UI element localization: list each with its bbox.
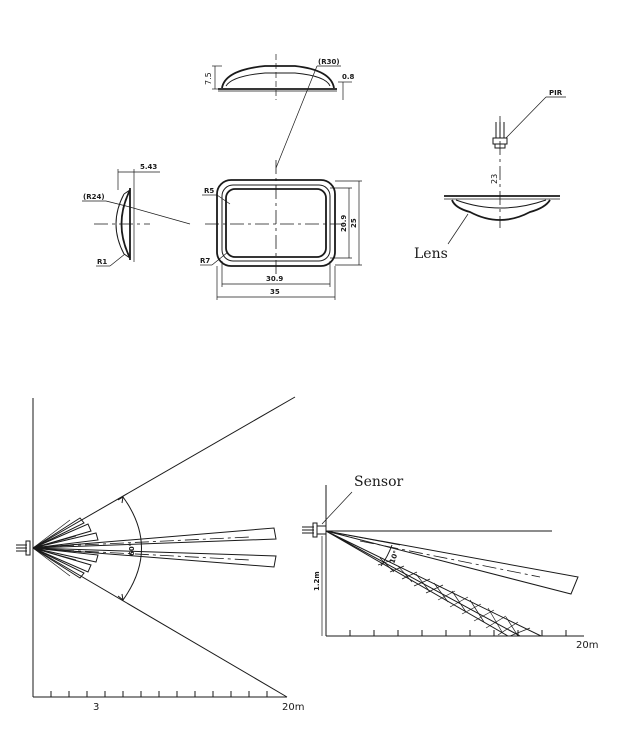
inner-height-dimension: 20.9 xyxy=(340,215,348,232)
outer-height-dimension: 25 xyxy=(350,218,358,228)
coverage-side-sensor-label: Sensor xyxy=(354,474,404,490)
pir-label: PIR xyxy=(549,89,563,97)
coverage-top-x-max: 20m xyxy=(282,702,304,713)
coverage-side-view: 20m Sensor 1.2m xyxy=(302,474,598,651)
coverage-side-x-max: 20m xyxy=(576,640,598,651)
coverage-top-view: 3 20m 60° xyxy=(16,396,304,713)
coverage-top-angle: 60° xyxy=(128,543,136,556)
lens-front-view: R5 R7 30.9 35 20.9 25 xyxy=(200,160,362,300)
coverage-top-tick-label: 3 xyxy=(93,702,99,713)
lens-label: Lens xyxy=(414,246,448,262)
coverage-side-angle: 10° xyxy=(388,549,400,564)
side-radius-label: (R24) xyxy=(83,193,105,201)
lens-top-view: 7.5 (R30) 0.8 xyxy=(204,54,355,169)
inner-width-dimension: 30.9 xyxy=(266,275,283,283)
height-dimension: 7.5 xyxy=(204,72,213,85)
coverage-side-height: 1.2m xyxy=(313,571,321,591)
inner-corner-label: R5 xyxy=(204,187,214,195)
lens-side-view: 5.43 (R24) R1 xyxy=(82,163,191,267)
coverage-top-sensor-icon xyxy=(16,540,31,556)
coverage-top-ticks xyxy=(50,691,268,697)
top-radius-label: (R30) xyxy=(318,58,340,66)
coverage-side-sensor-icon xyxy=(302,522,327,538)
outer-width-dimension: 35 xyxy=(270,288,280,296)
lens-assembly-view: PIR 23 Lens xyxy=(414,89,566,262)
thickness-dimension: 0.8 xyxy=(342,73,355,81)
outer-corner-label: R7 xyxy=(200,257,210,265)
distance-dimension: 23 xyxy=(490,174,499,184)
coverage-side-hatch xyxy=(377,557,531,637)
depth-dimension: 5.43 xyxy=(140,163,157,171)
coverage-side-ticks xyxy=(325,630,567,636)
side-corner-label: R1 xyxy=(97,258,107,266)
